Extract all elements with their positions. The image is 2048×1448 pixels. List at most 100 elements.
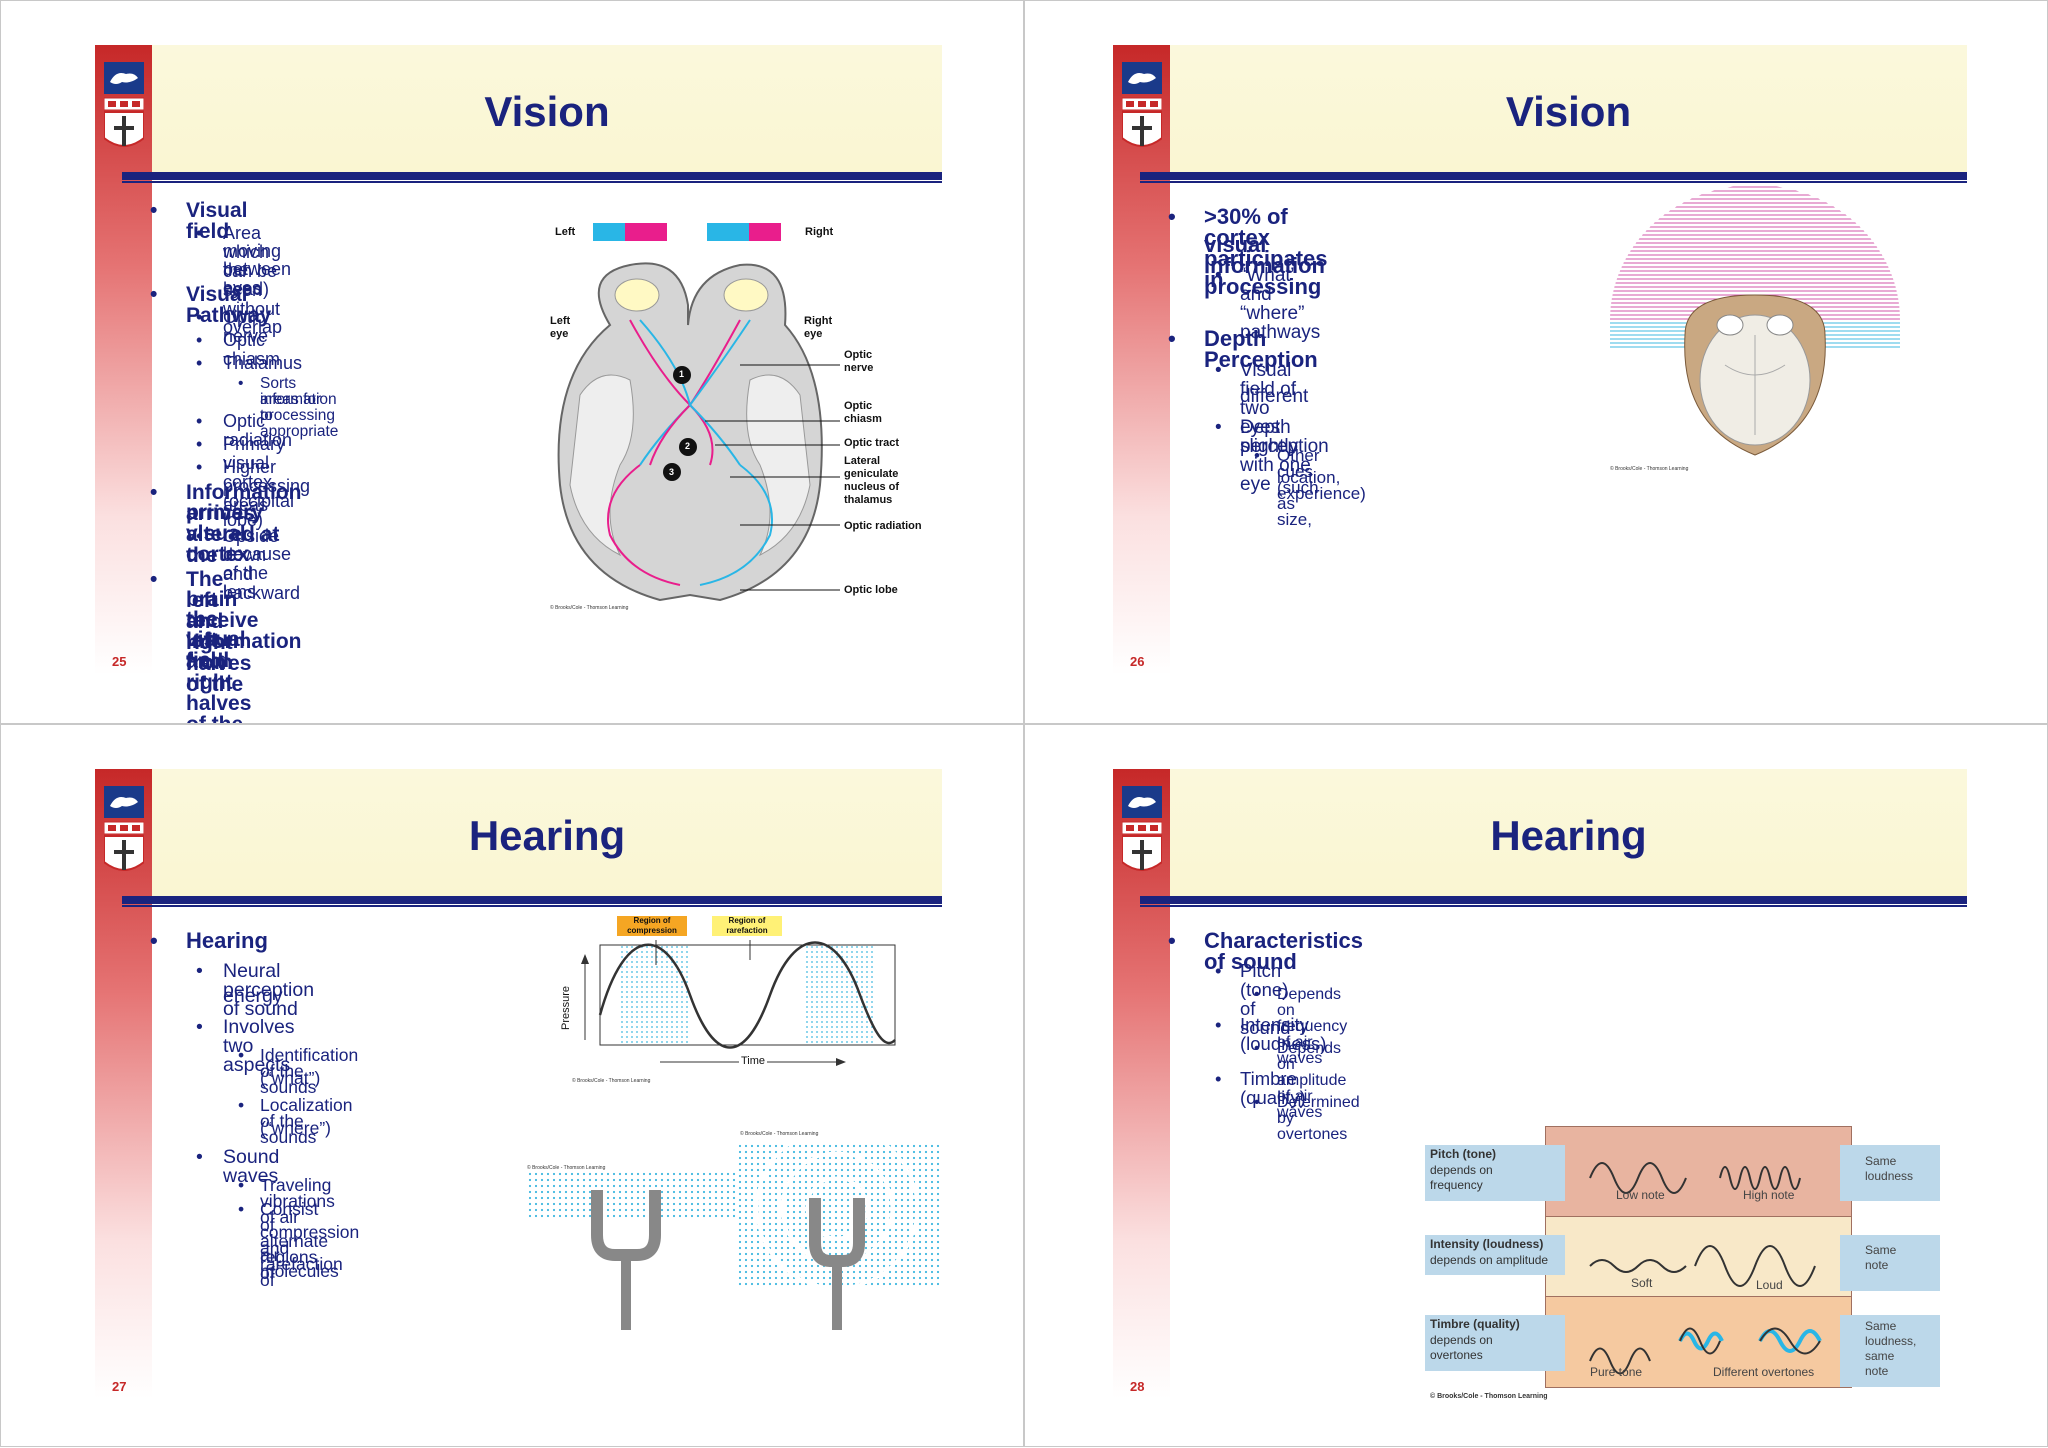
sub-bullet: Pitch (tone) of sound (1240, 960, 1291, 1038)
slide-side-band (1113, 45, 1170, 675)
sub-bullet: Higher processing areas (223, 457, 311, 515)
tuning-fork-right (737, 1143, 942, 1330)
pitch-label-box (1425, 1145, 1565, 1201)
sub-bullet-cont: between eyes (223, 259, 292, 298)
sub-bullet-cont: because of the lens (223, 544, 292, 602)
slide-number: 27 (112, 1379, 127, 1394)
soft-label: Soft (1631, 1276, 1653, 1290)
sub-bullet: Neural perception of sound (223, 960, 315, 1020)
label-optic-nerve: Optic nerve (844, 349, 874, 374)
sub-sub-bullet-cont: areas for processing (260, 391, 335, 424)
horizontal-divider (0, 723, 2048, 725)
sub-bullet: Involves two aspects (223, 1016, 295, 1076)
bullet-information-arrives: Information arrives altered at the (186, 481, 302, 567)
sub-sub-bullet: Depends on amplitude of air waves (1277, 1040, 1347, 1121)
bullet-cortex: >30% of cortex participates in (1204, 204, 1328, 292)
university-crest-logo (104, 62, 144, 147)
slide-title: Hearing (468, 812, 626, 859)
sub-bullet: Visual field of two eyes slightly (1240, 360, 1299, 457)
bullet-cont: visual information processing (1204, 232, 1325, 299)
figure-number-1: 1 (679, 369, 685, 379)
pitch-sub: depends on frequency (1430, 1163, 1493, 1192)
title-rule-thin (1140, 905, 1967, 907)
timbre-title: Timbre (quality) (1430, 1317, 1520, 1331)
university-crest-logo (104, 786, 144, 871)
same-note-box (1840, 1235, 1940, 1291)
sub-bullet: Depth perception with one eye (1240, 417, 1329, 495)
sub-bullet: Thalamus (223, 353, 303, 373)
bullet-characteristics: Characteristics of sound (1204, 928, 1363, 974)
title-bar (152, 45, 942, 172)
bullet-cont: visual field (186, 628, 246, 672)
rarefaction-label: Region of rarefaction (726, 916, 768, 935)
figure-number-2: 2 (685, 441, 691, 451)
slide-number: 26 (1130, 654, 1145, 669)
sub-sub-bullet-cont: compression and rarefaction of (260, 1222, 360, 1290)
figure-credit: © Brooks/Cole - Thomson Learning (572, 1078, 651, 1084)
timbre-sub: depends on overtones (1430, 1333, 1493, 1362)
university-crest-logo (1122, 786, 1162, 871)
sub-bullet-cont: moving the head) → overlap (223, 241, 283, 337)
label-right-eye: Right eye (804, 315, 833, 340)
figure-credit: © Brooks/Cole - Thomson Learning (1610, 466, 1689, 472)
title-rule-thin (122, 181, 942, 183)
title-rule (1140, 896, 1967, 904)
sub-sub-bullet: Sorts information to appropriate (260, 375, 339, 440)
slide-27[interactable]: Hearing 27 • Hearing • Neural perception… (0, 725, 1023, 1448)
compression-label: Region of compression (627, 916, 677, 935)
slide-title: Hearing (1490, 812, 1647, 859)
sub-bullet: Area which can be seen without (223, 223, 281, 319)
slide-26[interactable]: Vision 26 • >30% of cortex participates … (1025, 0, 2048, 723)
title-rule-thin (1140, 181, 1967, 183)
slide-number: 25 (112, 654, 127, 669)
sub-sub-bullet-cont: (“what”) (260, 1068, 321, 1088)
sub-bullet: “What” and “where” pathways (1240, 265, 1321, 343)
sub-bullet: Intensity (loudness) (1240, 1014, 1327, 1054)
bullet-depth-perception: Depth Perception (1204, 326, 1318, 372)
bullet-cont: primary visual cortex (186, 501, 264, 566)
sound-wave-graph (581, 940, 896, 1066)
sub-sub-bullet: Identification of the sounds (260, 1045, 359, 1097)
pressure-axis-label: Pressure (560, 985, 572, 1030)
sub-sub-bullet: Determined by overtones (1277, 1094, 1360, 1143)
different-overtones-label: Different overtones (1713, 1365, 1815, 1379)
title-rule-thin (122, 905, 942, 907)
bullet-cont: brain receive information from (186, 588, 302, 674)
same-note-label: Same note (1865, 1243, 1897, 1272)
timbre-label-box (1425, 1315, 1565, 1371)
label-lgn: Lateral geniculate nucleus of thalamus (844, 455, 900, 506)
slide-28[interactable]: Hearing 28 • Characteristics of sound • … (1025, 725, 2048, 1448)
sub-bullet: Primary visual cortex (occipital lobe) (223, 434, 295, 530)
label-right: Right (805, 226, 834, 238)
sub-bullet-cont: different (1240, 386, 1309, 407)
label-optic-chiasm: Optic chiasm (844, 400, 882, 425)
figure-number-3: 3 (669, 467, 675, 477)
label-optic-tract: Optic tract (844, 437, 900, 449)
intensity-label-box (1425, 1235, 1565, 1275)
intensity-sub: depends on amplitude (1430, 1253, 1549, 1267)
sub-bullet: Optic nerve (223, 307, 269, 346)
slide-25[interactable]: Vision 25 • Visual field • Area which ca… (0, 0, 1023, 723)
title-bar (1170, 769, 1967, 896)
sub-sub-bullet: Consist of alternate regions of (260, 1199, 329, 1283)
university-crest-logo (1122, 62, 1162, 147)
visual-pathway-diagram (557, 223, 840, 602)
title-bar (1170, 45, 1967, 172)
same-loudness-label: Same loudness (1865, 1154, 1914, 1183)
compression-label-box (617, 916, 687, 936)
sub-bullet: Optic chiasm (223, 330, 281, 369)
sub-sub-bullet: Traveling vibrations of air (260, 1175, 335, 1227)
bullet-left-right-halves: The left and right halves of the (186, 568, 252, 696)
slide-title: Vision (484, 88, 610, 135)
slide-side-band (1113, 769, 1170, 1399)
figure-credit: © Brooks/Cole - Thomson Learning (550, 605, 629, 611)
label-left: Left (555, 226, 576, 238)
title-rule (1140, 172, 1967, 180)
title-rule (122, 896, 942, 904)
slide-number: 28 (1130, 1379, 1145, 1394)
same-both-box (1840, 1315, 1940, 1387)
slide-title: Vision (1505, 88, 1632, 135)
pitch-title: Pitch (tone) (1430, 1147, 1496, 1161)
sub-sub-bullet-cont: air molecules (260, 1245, 339, 1281)
sub-bullet: Optic radiation (223, 411, 293, 450)
